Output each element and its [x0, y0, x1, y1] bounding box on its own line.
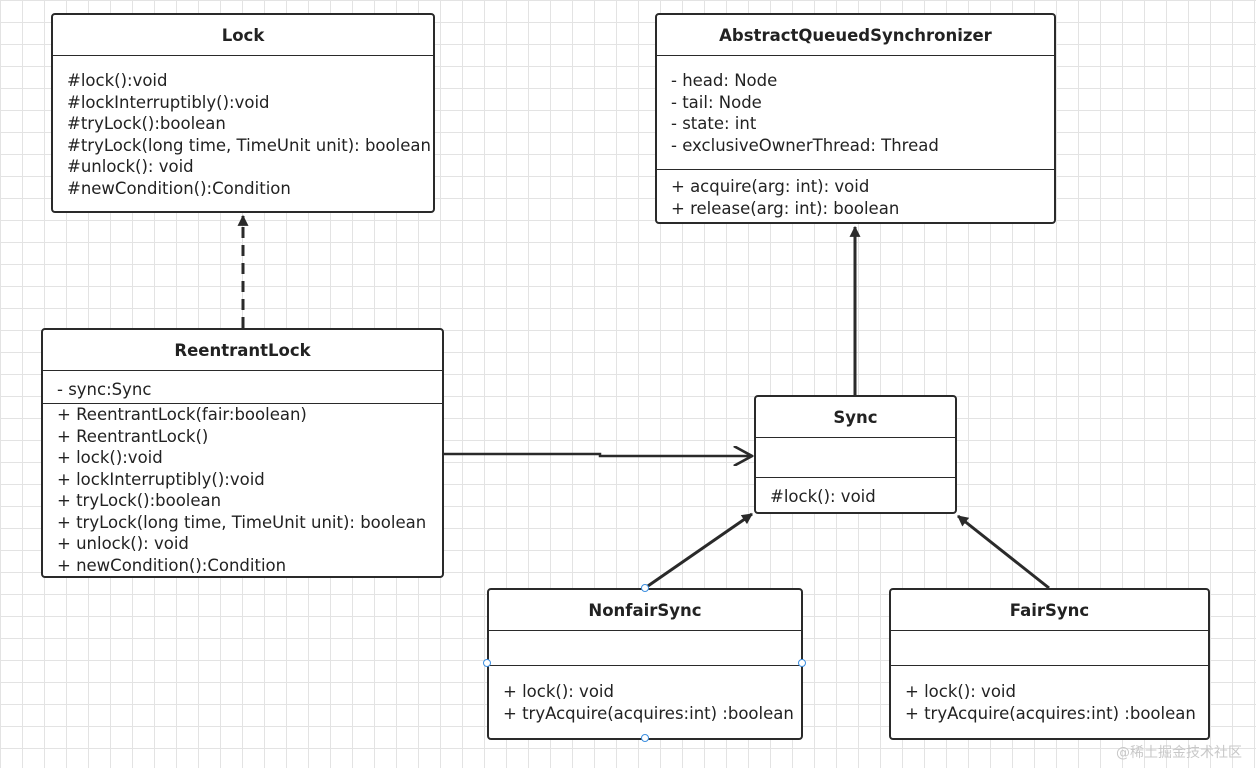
watermark: @稀土掘金技术社区	[1116, 745, 1242, 761]
attribute: - head: Node	[671, 71, 778, 90]
class-name: Lock	[53, 15, 433, 56]
method: + lockInterruptibly():void	[57, 469, 265, 489]
attributes-section	[489, 631, 801, 666]
method: + lock():void	[57, 448, 163, 467]
attributes-section: - sync:Sync	[43, 371, 442, 404]
method: + ReentrantLock(fair:boolean)	[57, 405, 307, 424]
methods-section: + ReentrantLock(fair:boolean) + Reentran…	[43, 404, 442, 576]
attribute: - exclusiveOwnerThread: Thread	[671, 135, 939, 155]
class-name: NonfairSync	[489, 590, 801, 631]
attribute: - state: int	[671, 114, 757, 133]
method: #newCondition():Condition	[67, 178, 291, 198]
association-reentrantlock-to-sync	[444, 454, 752, 456]
method: #lock():void	[67, 71, 168, 90]
class-fairsync[interactable]: FairSync + lock(): void + tryAcquire(acq…	[889, 588, 1210, 740]
attribute: - tail: Node	[671, 92, 762, 112]
methods-section: + acquire(arg: int): void + release(arg:…	[657, 170, 1054, 219]
method: #lockInterruptibly():void	[67, 92, 270, 112]
method: + tryLock():boolean	[57, 491, 222, 510]
method: + lock(): void	[905, 682, 1016, 701]
generalization-fairsync-to-sync	[957, 514, 1050, 590]
selection-handle-right[interactable]	[798, 659, 806, 667]
method: + tryAcquire(acquires:int) :boolean	[905, 703, 1196, 723]
method: + release(arg: int): boolean	[671, 198, 900, 218]
method: + unlock(): void	[57, 534, 189, 553]
class-name: Sync	[756, 397, 955, 438]
class-reentrantlock[interactable]: ReentrantLock - sync:Sync + ReentrantLoc…	[41, 328, 444, 578]
method: + lock(): void	[503, 682, 614, 701]
selection-handle-bottom[interactable]	[641, 734, 649, 742]
methods-section: + lock(): void + tryAcquire(acquires:int…	[891, 666, 1208, 724]
methods-section: #lock(): void	[756, 478, 955, 508]
attributes-section	[891, 631, 1208, 666]
class-nonfairsync[interactable]: NonfairSync + lock(): void + tryAcquire(…	[487, 588, 803, 740]
attributes-section: - head: Node - tail: Node - state: int -…	[657, 56, 1054, 170]
generalization-nonfairsync-to-sync	[644, 512, 753, 590]
class-abstractqueuedsynchronizer[interactable]: AbstractQueuedSynchronizer - head: Node …	[655, 13, 1056, 224]
method: #tryLock(long time, TimeUnit unit): bool…	[67, 135, 431, 155]
attribute: - sync:Sync	[57, 380, 152, 399]
selection-handle-top[interactable]	[641, 584, 649, 592]
methods-section: #lock():void #lockInterruptibly():void #…	[53, 56, 433, 199]
attributes-section	[756, 438, 955, 478]
class-name: FairSync	[891, 590, 1208, 631]
class-name: ReentrantLock	[43, 330, 442, 371]
method: + tryLock(long time, TimeUnit unit): boo…	[57, 512, 427, 532]
method: + ReentrantLock()	[57, 426, 209, 446]
methods-section: + lock(): void + tryAcquire(acquires:int…	[489, 666, 801, 724]
method: #unlock(): void	[67, 157, 194, 176]
method: #lock(): void	[770, 487, 876, 506]
class-sync[interactable]: Sync #lock(): void	[754, 395, 957, 514]
class-name: AbstractQueuedSynchronizer	[657, 15, 1054, 56]
selection-handle-left[interactable]	[483, 659, 491, 667]
method: #tryLock():boolean	[67, 114, 226, 133]
method: + newCondition():Condition	[57, 555, 287, 575]
class-lock[interactable]: Lock #lock():void #lockInterruptibly():v…	[51, 13, 435, 213]
method: + tryAcquire(acquires:int) :boolean	[503, 703, 794, 723]
method: + acquire(arg: int): void	[671, 177, 870, 196]
